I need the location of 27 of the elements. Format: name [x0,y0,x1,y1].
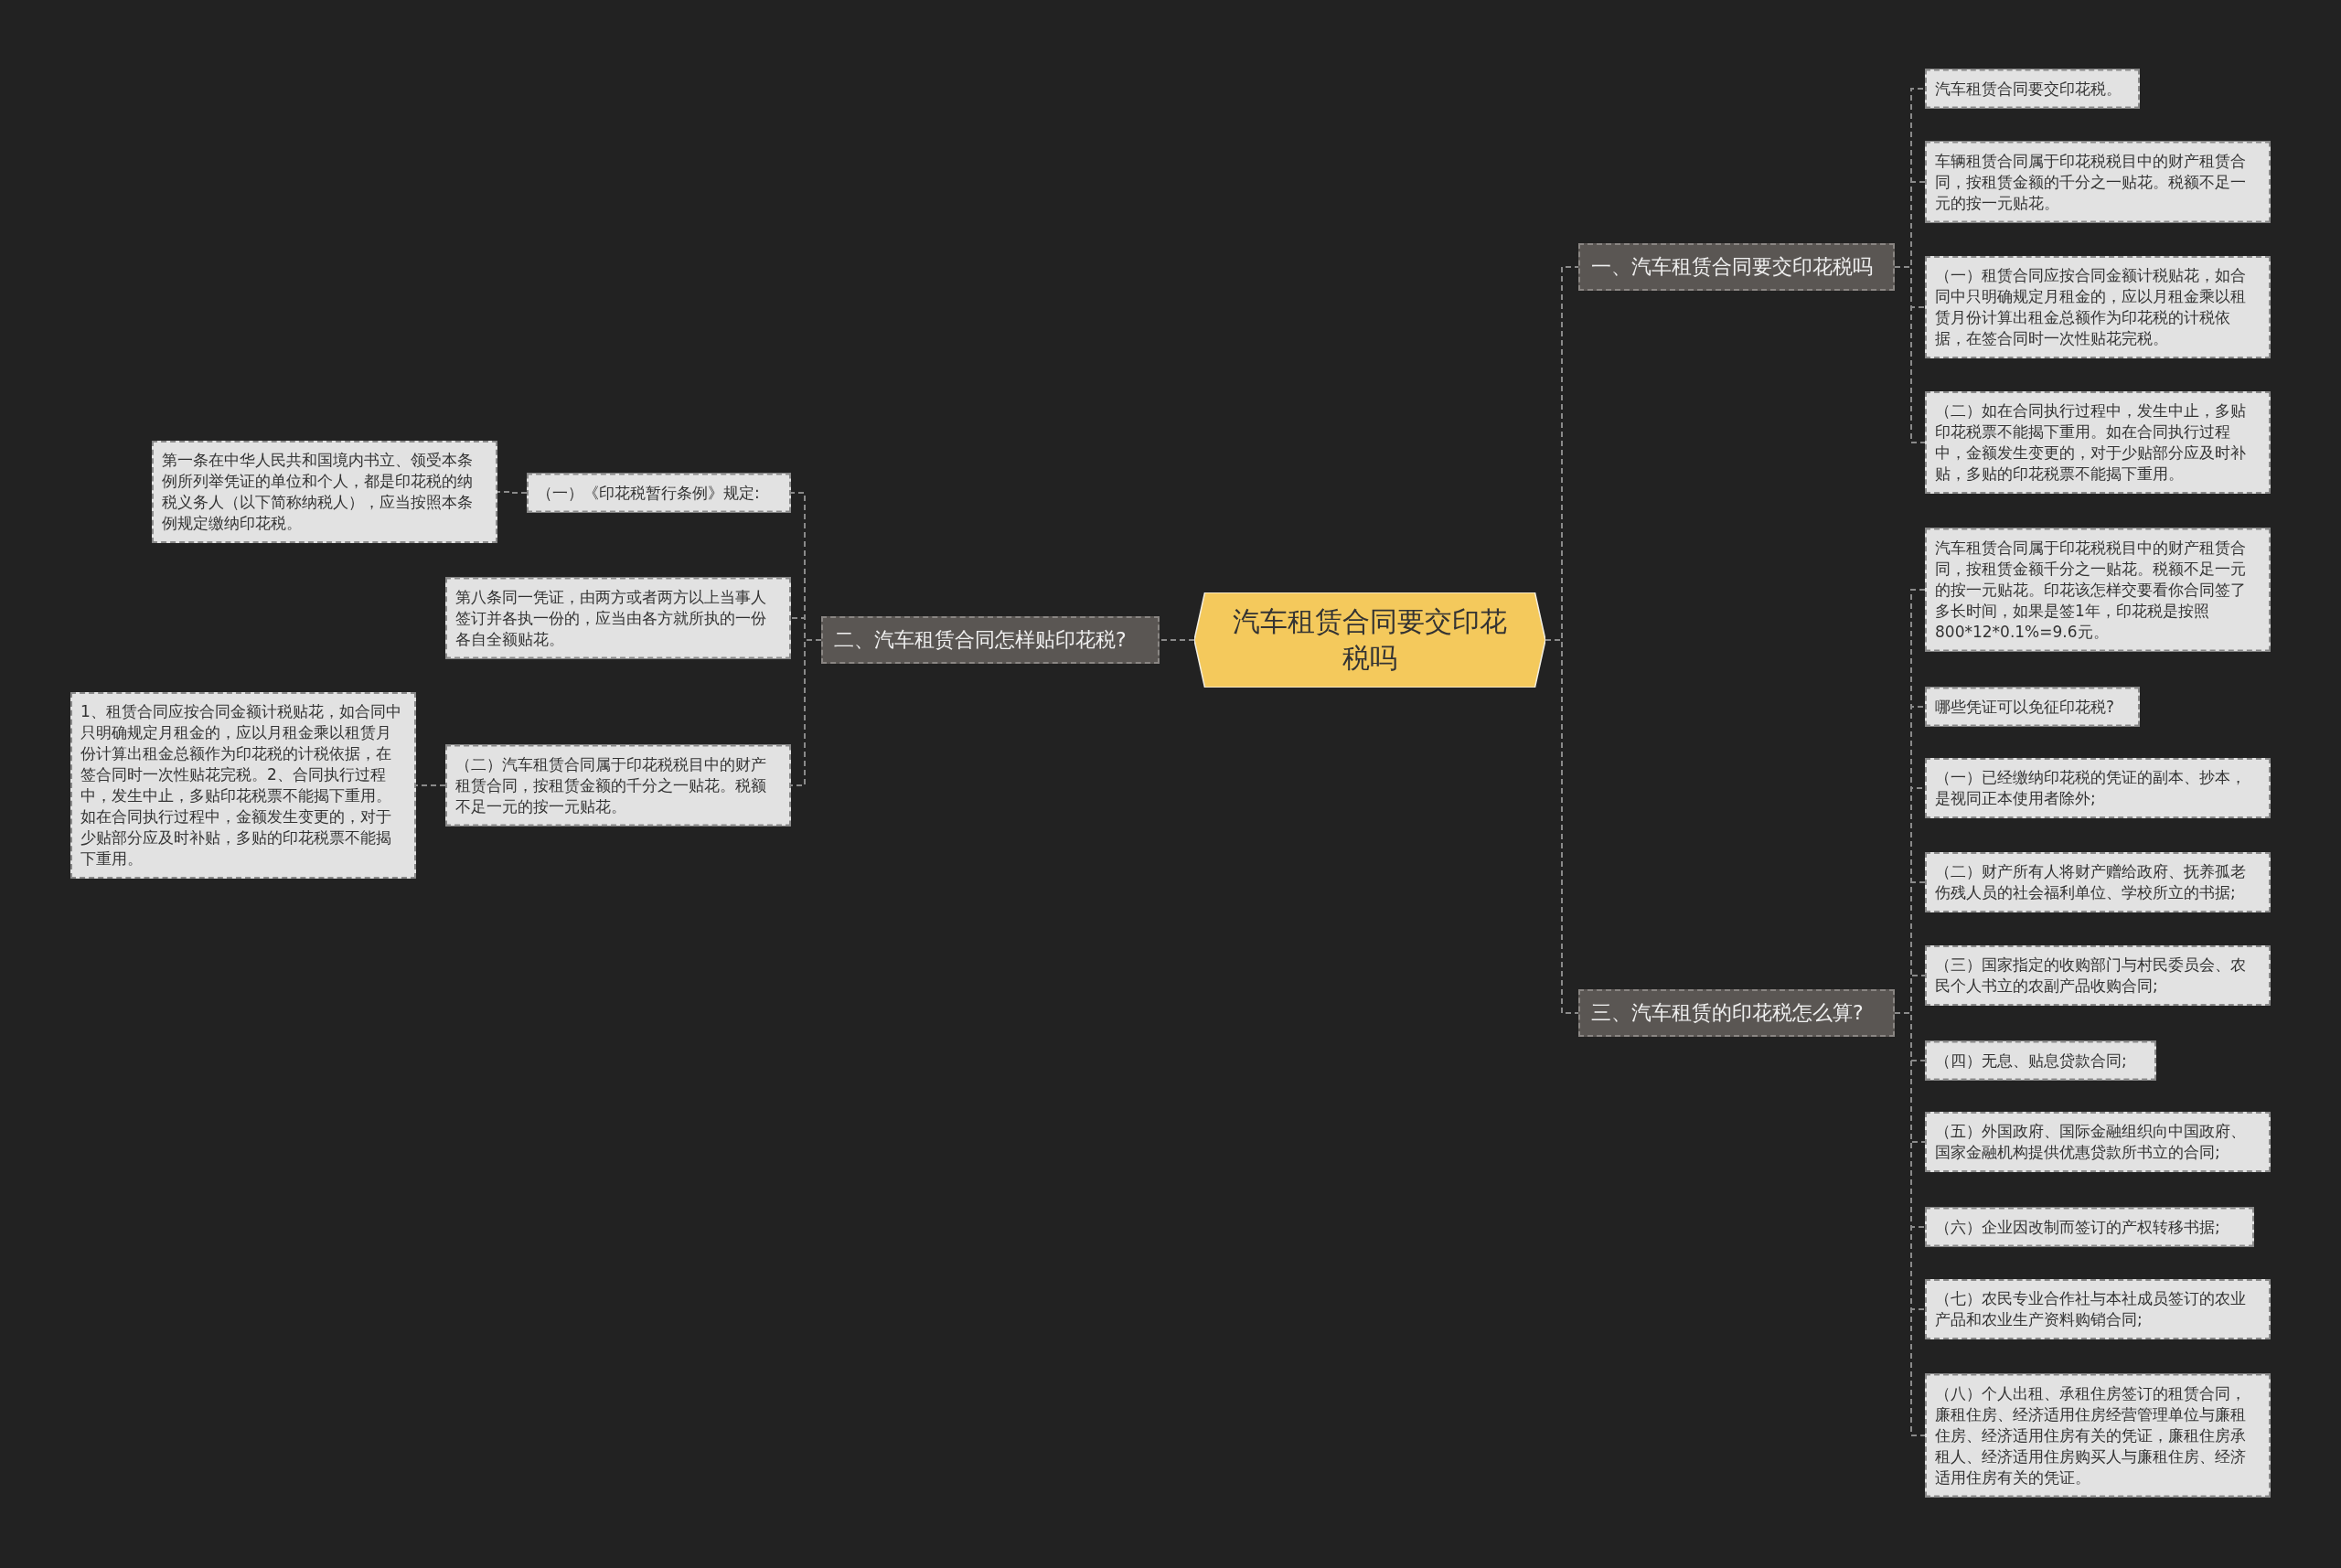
connector-line [415,784,446,786]
note-card: 第八条同一凭证，由两方或者两方以上当事人签订并各执一份的，应当由各方就所执的一份各自全额贴花。 [445,577,791,659]
note-card: （一）已经缴纳印花税的凭证的副本、抄本，是视同正本使用者除外; [1925,758,2271,818]
central-topic: 汽车租赁合同要交印花税吗 [1194,592,1545,688]
note-card: （三）国家指定的收购部门与村民委员会、农民个人书立的农副产品收购合同; [1925,945,2271,1006]
note-card: （一）《印花税暂行条例》规定: [527,473,791,513]
note-card: （七）农民专业合作社与本社成员签订的农业产品和农业生产资料购销合同; [1925,1279,2271,1339]
note-card: （四）无息、贴息贷款合同; [1925,1040,2156,1081]
note-card: 1、租赁合同应按合同金额计税贴花，如合同中只明确规定月租金的，应以月租金乘以租赁月份计算出租金总额作为印花税的计税依据，在签合同时一次性贴花完税。2、合同执行过程中，发生中止，多贴印花税票不能揭下重用。如在合同执行过程中，金额发生变更的，对于少贴部分应及时补贴，多贴的印花税票不能揭下重用。 [70,692,416,879]
connector-line [1159,639,1195,641]
note-card: 汽车租赁合同属于印花税税目中的财产租赁合同，按租赁金额千分之一贴花。税额不足一元的按一元贴花。印花该怎样交要看你合同签了多长时间，如果是签1年，印花税是按照800*12*0.1%=9.6元。 [1925,528,2271,652]
connector-line [497,491,528,494]
note-card: （二）财产所有人将财产赠给政府、抚养孤老伤残人员的社会福利单位、学校所立的书据; [1925,852,2271,912]
note-card: （二）汽车租赁合同属于印花税税目中的财产租赁合同，按租赁金额的千分之一贴花。税额不足一元的按一元贴花。 [445,744,791,827]
note-card: 哪些凭证可以免征印花税? [1925,687,2140,727]
note-card: （六）企业因改制而签订的产权转移书据; [1925,1207,2254,1247]
note-card: （五）外国政府、国际金融组织向中国政府、国家金融机构提供优惠贷款所书立的合同; [1925,1112,2271,1172]
note-card: （二）如在合同执行过程中，发生中止，多贴印花税票不能揭下重用。如在合同执行过程中，金额发生变更的，对于少贴部分应及时补贴，多贴的印花税票不能揭下重用。 [1925,391,2271,494]
connector-line [1894,266,1926,443]
branch-topic: 二、汽车租赁合同怎样贴印花税? [821,616,1160,664]
note-card: 车辆租赁合同属于印花税税目中的财产租赁合同，按租赁金额的千分之一贴花。税额不足一元的按一元贴花。 [1925,141,2271,223]
branch-topic: 一、汽车租赁合同要交印花税吗 [1578,243,1895,291]
note-card: （八）个人出租、承租住房签订的租赁合同，廉租住房、经济适用住房经营管理单位与廉租住房、经济适用住房有关的凭证，廉租住房承租人、经济适用住房购买人与廉租住房、经济适用住房有关的凭证。 [1925,1373,2271,1498]
note-card: （一）租赁合同应按合同金额计税贴花，如合同中只明确规定月租金的，应以月租金乘以租赁月份计算出租金总额作为印花税的计税依据，在签合同时一次性贴花完税。 [1925,256,2271,358]
note-card: 汽车租赁合同要交印花税。 [1925,69,2140,109]
branch-topic: 三、汽车租赁的印花税怎么算? [1578,989,1895,1037]
note-card: 第一条在中华人民共和国境内书立、领受本条例所列举凭证的单位和个人，都是印花税的纳税义务人（以下简称纳税人），应当按照本条例规定缴纳印花税。 [152,441,497,543]
